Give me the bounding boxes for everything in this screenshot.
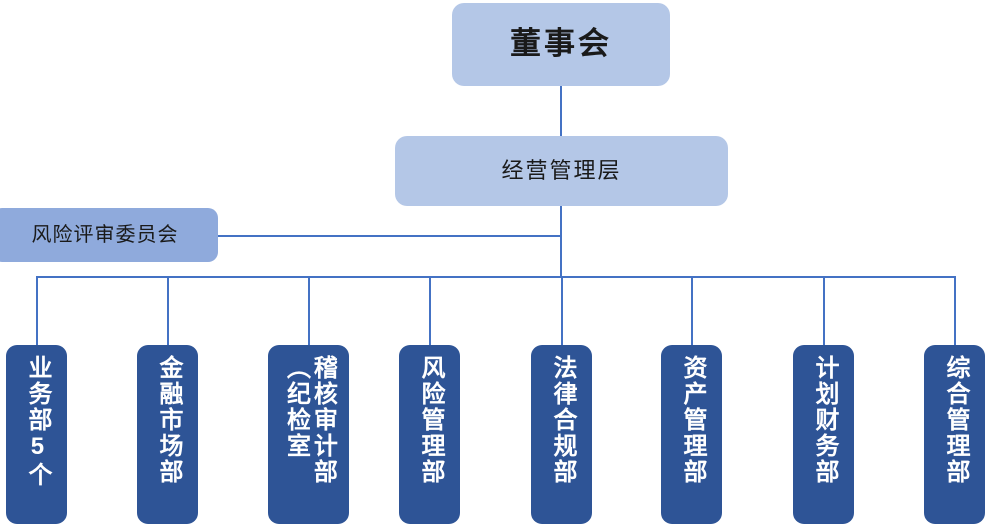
connector-distribution-bar <box>36 276 955 278</box>
node-board-of-directors[interactable]: 董事会 <box>452 3 670 86</box>
node-department-planning-finance-label: 计划财务部 <box>810 355 838 485</box>
connector-drop-dept-8 <box>954 276 956 345</box>
connector-drop-dept-5 <box>561 276 563 345</box>
node-risk-review-committee[interactable]: 风险评审委员会 <box>0 208 218 262</box>
connector-board-to-management <box>560 86 562 137</box>
node-department-asset-management[interactable]: 资产管理部 <box>661 345 722 524</box>
node-department-business-label: 业务部5个 <box>23 355 51 488</box>
node-management-label: 经营管理层 <box>501 158 622 184</box>
connector-drop-dept-2 <box>167 276 169 345</box>
node-department-risk-management-label: 风险管理部 <box>416 355 444 485</box>
node-department-audit[interactable]: 稽核审计部（纪检室 <box>268 345 349 524</box>
node-department-financial-markets[interactable]: 金融市场部 <box>137 345 198 524</box>
connector-drop-dept-3 <box>308 276 310 345</box>
connector-management-trunk <box>560 206 562 277</box>
node-board-label: 董事会 <box>510 26 612 62</box>
node-department-legal-compliance-label: 法律合规部 <box>548 355 576 485</box>
connector-drop-dept-7 <box>823 276 825 345</box>
node-committee-label: 风险评审委员会 <box>31 223 179 246</box>
node-department-audit-label: 稽核审计部（纪检室 <box>282 355 337 485</box>
node-department-asset-management-label: 资产管理部 <box>678 355 706 485</box>
connector-drop-dept-1 <box>36 276 38 345</box>
node-department-planning-finance[interactable]: 计划财务部 <box>793 345 854 524</box>
connector-committee-to-trunk <box>218 235 562 237</box>
connector-drop-dept-4 <box>429 276 431 345</box>
node-department-business[interactable]: 业务部5个 <box>6 345 67 524</box>
node-department-risk-management[interactable]: 风险管理部 <box>399 345 460 524</box>
connector-drop-dept-6 <box>691 276 693 345</box>
node-department-general-management[interactable]: 综合管理部 <box>924 345 985 524</box>
node-management-layer[interactable]: 经营管理层 <box>395 136 728 206</box>
node-department-general-management-label: 综合管理部 <box>941 355 969 485</box>
node-department-financial-markets-label: 金融市场部 <box>154 355 182 485</box>
node-department-legal-compliance[interactable]: 法律合规部 <box>531 345 592 524</box>
